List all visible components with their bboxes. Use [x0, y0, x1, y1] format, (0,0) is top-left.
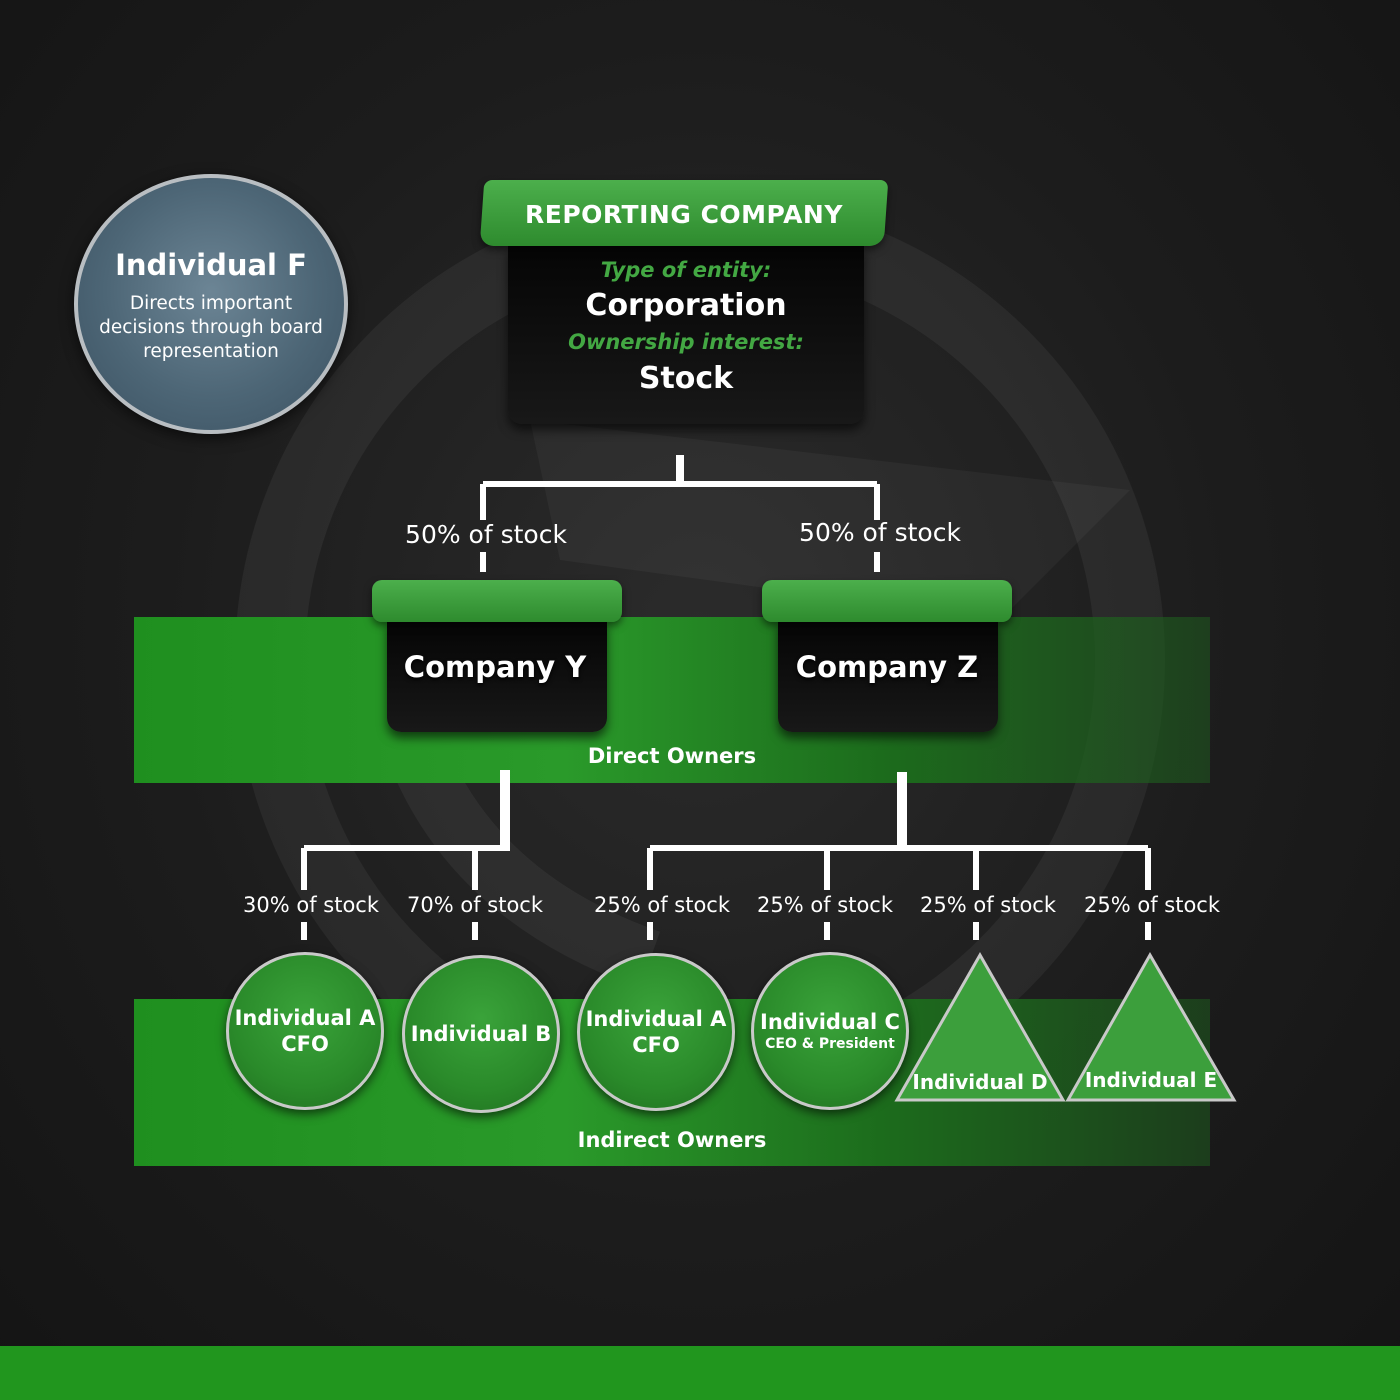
individual-d-name: Individual D: [912, 1070, 1048, 1094]
individual-f-node: Individual F Directs important decisions…: [74, 174, 348, 434]
entity-type-value: Corporation: [585, 288, 787, 323]
reporting-company-title: REPORTING COMPANY: [525, 200, 843, 229]
company-y-box: [387, 620, 607, 732]
individual-a-y-stake: 30% of stock: [243, 893, 379, 917]
footer-bar: [0, 1346, 1400, 1400]
individual-a-node: Individual A CFO: [226, 952, 384, 1110]
individual-e-stake: 25% of stock: [1084, 893, 1220, 917]
individual-b-stake: 70% of stock: [407, 893, 543, 917]
individual-a-node-2: Individual A CFO: [577, 953, 735, 1111]
indirect-owners-label: Indirect Owners: [577, 1128, 767, 1152]
company-y-lid: [372, 580, 622, 622]
individual-f-name: Individual F: [115, 248, 307, 282]
individual-a-name-2: Individual A: [585, 1007, 727, 1031]
company-y-stake: 50% of stock: [405, 520, 567, 549]
ownership-interest-label: Ownership interest:: [568, 330, 804, 354]
direct-owners-label: Direct Owners: [587, 744, 757, 768]
company-z-box: [778, 620, 998, 732]
individual-b-node: Individual B: [402, 955, 560, 1113]
individual-c-name: Individual C: [760, 1010, 900, 1034]
individual-c-role: CEO & President: [765, 1036, 895, 1052]
individual-a-role-2: CFO: [632, 1033, 680, 1057]
individual-d-triangle: [894, 951, 1066, 1102]
company-y-name: Company Y: [403, 650, 587, 684]
company-z-stake: 50% of stock: [799, 518, 961, 547]
individual-e-name: Individual E: [1084, 1068, 1218, 1092]
company-z-name: Company Z: [795, 650, 979, 684]
entity-type-label: Type of entity:: [600, 258, 772, 282]
ownership-interest-value: Stock: [638, 361, 734, 396]
individual-a-name: Individual A: [234, 1006, 376, 1030]
individual-b-name: Individual B: [410, 1022, 552, 1046]
individual-e-triangle: [1065, 951, 1237, 1102]
individual-c-stake: 25% of stock: [757, 893, 893, 917]
individual-a-role: CFO: [281, 1032, 329, 1056]
individual-c-node: Individual C CEO & President: [751, 952, 909, 1110]
individual-a-z-stake: 25% of stock: [594, 893, 730, 917]
individual-f-description: Directs important decisions through boar…: [99, 293, 323, 362]
reporting-company-box: [508, 246, 864, 424]
direct-owners-band: Direct Owners: [134, 617, 1210, 783]
individual-d-stake: 25% of stock: [920, 893, 1056, 917]
company-z-lid: [762, 580, 1012, 622]
